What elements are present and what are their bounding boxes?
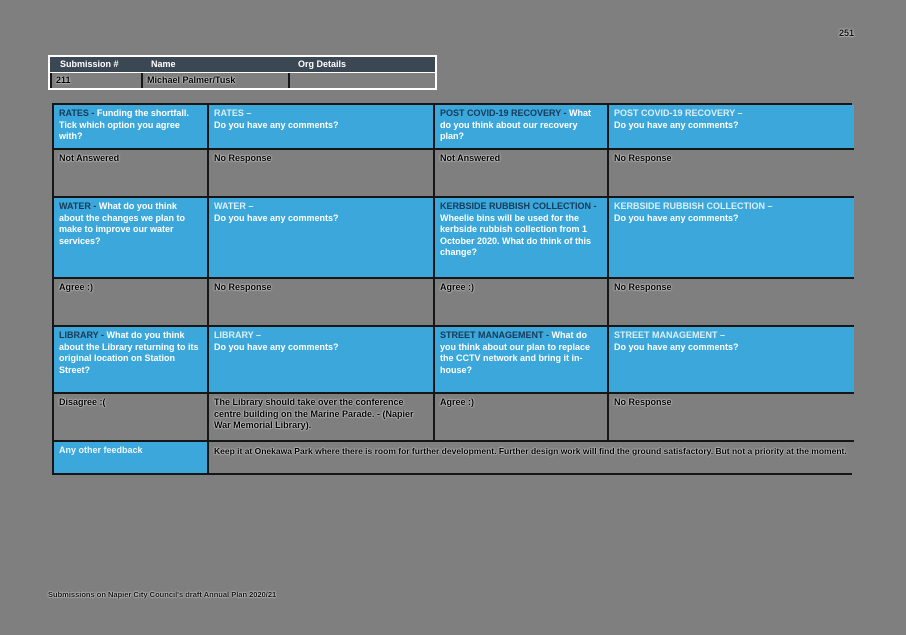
answer-cell: No Response [609, 150, 854, 198]
question-topic: KERBSIDE RUBBISH COLLECTION - [440, 201, 597, 211]
question-cell-kerbside-comments: KERBSIDE RUBBISH COLLECTION – Do you hav… [609, 198, 854, 279]
question-cell-covid-comments: POST COVID-19 RECOVERY – Do you have any… [609, 105, 854, 150]
answer-cell: No Response [209, 150, 435, 198]
answer-cell: No Response [209, 279, 435, 327]
question-cell-kerbside: KERBSIDE RUBBISH COLLECTION - Wheelie bi… [435, 198, 609, 279]
question-cell-library: LIBRARY - What do you think about the Li… [54, 327, 209, 394]
question-topic: WATER – [214, 201, 254, 211]
submission-number-header: Submission # [50, 57, 141, 72]
answer-cell: The Library should take over the confere… [209, 394, 435, 442]
question-text: What do you think about the changes we p… [59, 201, 186, 246]
question-cell-water-comments: WATER – Do you have any comments? [209, 198, 435, 279]
question-topic: POST COVID-19 RECOVERY – [614, 108, 743, 118]
question-text: Wheelie bins will be used for the kerbsi… [440, 212, 592, 258]
question-topic: STREET MANAGEMENT – [614, 330, 726, 340]
question-text: Do you have any comments? [214, 341, 339, 352]
submitter-name-value: Michael Palmer/Tusk [141, 73, 288, 88]
question-cell-rates: RATES - Funding the shortfall. Tick whic… [54, 105, 209, 150]
answer-cell: No Response [609, 394, 854, 442]
question-cell-water: WATER - What do you think about the chan… [54, 198, 209, 279]
question-text: Funding the shortfall. Tick which option… [59, 108, 189, 141]
any-other-feedback-text: Keep it at Onekawa Park where there is r… [209, 442, 854, 473]
question-text: Do you have any comments? [614, 212, 739, 223]
org-details-header: Org Details [288, 57, 435, 72]
question-text: Do you have any comments? [214, 119, 339, 130]
org-details-value [288, 73, 435, 88]
question-topic: LIBRARY - [59, 330, 104, 340]
submission-table-row: 211 Michael Palmer/Tusk [50, 73, 435, 88]
question-cell-rates-comments: RATES – Do you have any comments? [209, 105, 435, 150]
question-text: Do you have any comments? [614, 341, 739, 352]
answer-cell: Agree :) [54, 279, 209, 327]
question-topic: RATES – [214, 108, 252, 118]
question-text: Do you have any comments? [214, 212, 339, 223]
answer-cell: Agree :) [435, 394, 609, 442]
question-text: What do you think about our recovery pla… [440, 108, 592, 141]
submission-table-header: Submission # Name Org Details [50, 57, 435, 72]
question-topic: STREET MANAGEMENT - [440, 330, 549, 340]
question-topic: POST COVID-19 RECOVERY - [440, 108, 567, 118]
answer-cell: Not Answered [435, 150, 609, 198]
answer-cell: Disagree :( [54, 394, 209, 442]
question-topic: KERBSIDE RUBBISH COLLECTION – [614, 201, 773, 211]
question-text: What do you think about the Library retu… [59, 330, 199, 375]
question-text: What do you think about our plan to repl… [440, 330, 591, 375]
submission-table: Submission # Name Org Details 211 Michae… [48, 55, 437, 90]
question-topic: RATES - [59, 108, 95, 118]
responses-table: RATES - Funding the shortfall. Tick whic… [52, 103, 854, 475]
question-text: Do you have any comments? [614, 119, 739, 130]
answer-cell: Agree :) [435, 279, 609, 327]
page-number: 251 [838, 28, 854, 38]
question-topic: LIBRARY – [214, 330, 262, 340]
question-cell-street-comments: STREET MANAGEMENT – Do you have any comm… [609, 327, 854, 394]
any-other-feedback-label: Any other feedback [54, 442, 209, 473]
submission-number-value: 211 [50, 73, 141, 88]
question-cell-street-management: STREET MANAGEMENT - What do you think ab… [435, 327, 609, 394]
document-footer: Submissions on Napier City Council's dra… [48, 590, 277, 599]
question-cell-library-comments: LIBRARY – Do you have any comments? [209, 327, 435, 394]
question-topic: WATER - [59, 201, 97, 211]
answer-cell: Not Answered [54, 150, 209, 198]
answer-cell: No Response [609, 279, 854, 327]
name-header: Name [141, 57, 288, 72]
question-cell-covid-recovery: POST COVID-19 RECOVERY - What do you thi… [435, 105, 609, 150]
